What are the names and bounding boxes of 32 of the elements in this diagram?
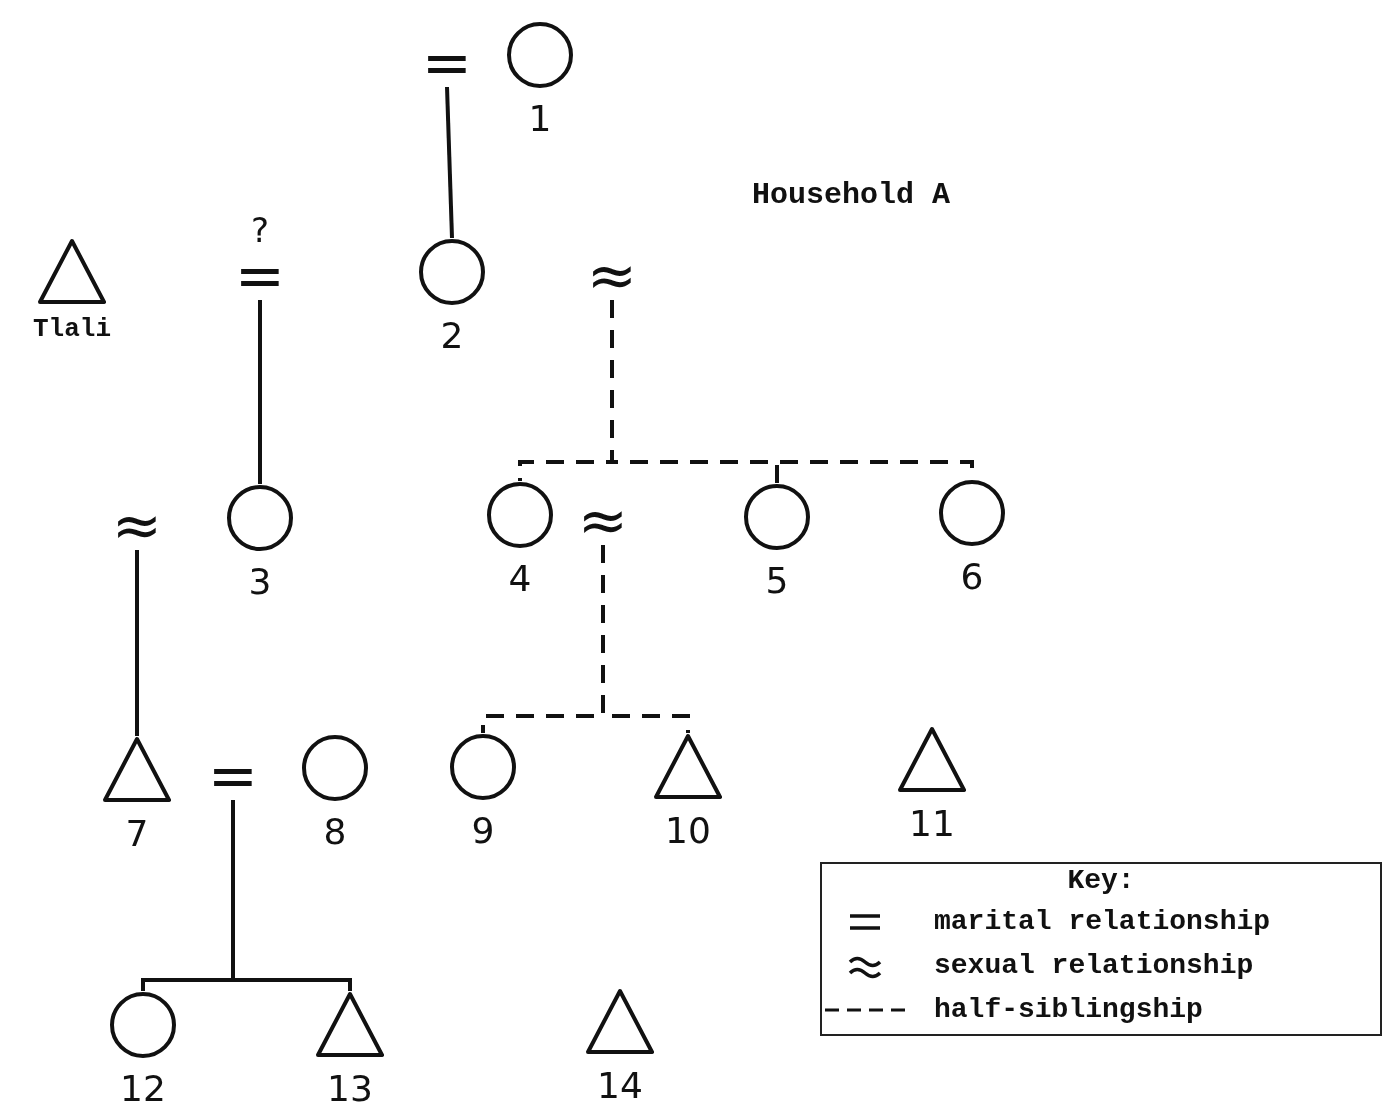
legend-text: sexual relationship: [934, 950, 1254, 982]
legend-text: half-siblingship: [934, 994, 1203, 1026]
marital-sign: =: [421, 37, 473, 87]
descent-line: [135, 550, 139, 736]
person-number: 3: [248, 560, 272, 604]
person-number: 4: [508, 557, 532, 601]
person-number: 13: [327, 1067, 373, 1111]
descent-line: [231, 800, 352, 991]
descent-line: [258, 300, 262, 484]
person-number: 14: [597, 1064, 643, 1108]
half-sibling-line: [601, 545, 690, 733]
person-number: 9: [471, 809, 495, 853]
person-number: 5: [765, 559, 789, 603]
marital-sign: =: [207, 750, 259, 800]
person-number: 7: [125, 812, 149, 856]
descent-line: [445, 86, 454, 239]
person-number: 8: [323, 810, 347, 854]
question-mark: ?: [250, 210, 269, 250]
person-number: 11: [909, 802, 955, 846]
person-number: 6: [960, 555, 984, 599]
person-number: 1: [528, 97, 552, 141]
person-number: 2: [440, 314, 464, 358]
sexual-relationship-sign: ≈: [111, 500, 163, 550]
sexual-relationship-sign: ≈: [586, 250, 638, 300]
person-number: 12: [120, 1067, 166, 1111]
sexual-relationship-sign: ≈: [577, 495, 629, 545]
legend-heading: Key:: [1066, 866, 1136, 896]
legend-text: marital relationship: [934, 906, 1271, 938]
diagram-title: Household A: [752, 178, 951, 212]
person-name: Tlali: [33, 314, 111, 344]
marital-sign: =: [234, 250, 286, 300]
person-number: 10: [665, 809, 711, 853]
